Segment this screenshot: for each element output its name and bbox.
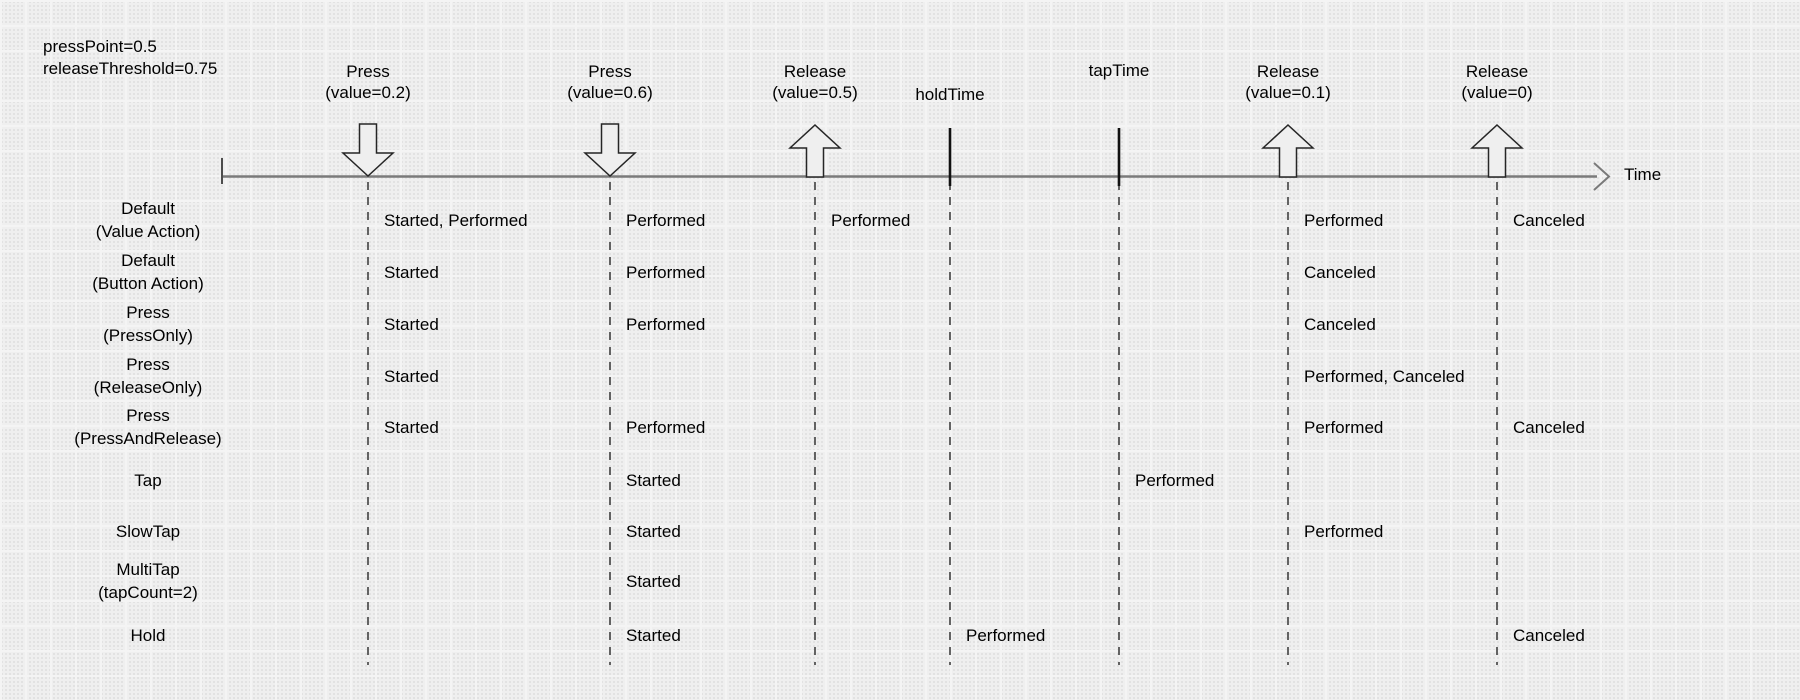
phase-label: Performed (1304, 418, 1384, 437)
phase-label: Started (626, 572, 681, 591)
row-label: Default (Button Action) (38, 249, 258, 295)
row-label: Default (Value Action) (38, 197, 258, 243)
event-header-hold: holdTime (840, 84, 1060, 105)
event-header-line: (value=0.1) (1245, 83, 1331, 102)
event-header-tap: tapTime (1009, 60, 1229, 81)
time-axis-label: Time (1624, 165, 1662, 184)
event-header-line: (value=0.6) (567, 83, 653, 102)
phase-label: Canceled (1304, 263, 1376, 282)
event-header-line: (value=0.5) (772, 83, 858, 102)
row-label-line: (Button Action) (92, 274, 204, 293)
phase-label: Started (384, 263, 439, 282)
row-label: Hold (38, 624, 258, 647)
time-axis-arrowhead-icon (1593, 162, 1611, 191)
row-label-line: Tap (134, 470, 162, 490)
press-arrow-down-icon (583, 123, 637, 178)
row-label: MultiTap (tapCount=2) (38, 558, 258, 604)
phase-label: Performed, Canceled (1304, 367, 1465, 386)
config-note: pressPoint=0.5 releaseThreshold=0.75 (43, 36, 217, 80)
event-header-press1: Press (value=0.2) (258, 61, 478, 103)
phase-label: Performed (1135, 471, 1215, 490)
row-label: Tap (38, 469, 258, 492)
row-label-line: Press (126, 303, 170, 322)
event-header-line: (value=0.2) (325, 83, 411, 102)
row-label-line: (ReleaseOnly) (93, 378, 203, 397)
phase-label: Started (384, 367, 439, 386)
phase-label: Performed (1304, 211, 1384, 230)
event-header-line: (value=0) (1461, 83, 1533, 102)
row-label-line: MultiTap (116, 560, 180, 579)
event-header-line: Release (1465, 62, 1529, 81)
event-header-line: tapTime (1088, 61, 1150, 80)
phase-label: Performed (966, 626, 1046, 645)
phase-label: Performed (626, 315, 706, 334)
config-presspoint-text: pressPoint=0.5 (43, 37, 157, 56)
phase-label: Canceled (1513, 211, 1585, 230)
phase-label: Started (626, 626, 681, 645)
phase-label: Canceled (1513, 418, 1585, 437)
row-label-line: (tapCount=2) (98, 583, 198, 602)
row-label-line: Press (126, 406, 170, 425)
phase-label: Performed (831, 211, 911, 230)
release-arrow-up-icon (1470, 123, 1524, 178)
phase-label: Performed (626, 418, 706, 437)
row-label: Press (PressOnly) (38, 301, 258, 347)
event-header-line: holdTime (915, 85, 985, 104)
event-header-line: Release (783, 62, 847, 81)
phase-label: Started (384, 315, 439, 334)
phase-label: Canceled (1304, 315, 1376, 334)
row-label-line: Hold (130, 625, 166, 645)
phase-label: Started (626, 471, 681, 490)
event-header-release2: Release (value=0.1) (1178, 61, 1398, 103)
row-label: Press (PressAndRelease) (38, 404, 258, 450)
event-header-release1: Release (value=0.5) (705, 61, 925, 103)
phase-label: Performed (1304, 522, 1384, 541)
event-header-line: Press (588, 62, 632, 81)
row-label: SlowTap (38, 520, 258, 543)
phase-label: Canceled (1513, 626, 1585, 645)
phase-label: Performed (626, 211, 706, 230)
phase-label: Started (626, 522, 681, 541)
event-header-release3: Release (value=0) (1387, 61, 1607, 103)
row-label-line: (Value Action) (95, 222, 201, 241)
phase-label: Started, Performed (384, 211, 528, 230)
row-label-line: Default (121, 251, 175, 270)
row-label-line: SlowTap (115, 521, 181, 541)
phase-label: Started (384, 418, 439, 437)
row-label-line: (PressAndRelease) (74, 429, 222, 448)
event-header-line: Release (1256, 62, 1320, 81)
config-releasethreshold-text: releaseThreshold=0.75 (43, 59, 218, 78)
event-header-press2: Press (value=0.6) (500, 61, 720, 103)
release-arrow-up-icon (1261, 123, 1315, 178)
press-arrow-down-icon (341, 123, 395, 178)
release-arrow-up-icon (788, 123, 842, 178)
phase-label: Performed (626, 263, 706, 282)
event-header-line: Press (346, 62, 390, 81)
row-label-line: (PressOnly) (103, 326, 193, 345)
row-label: Press (ReleaseOnly) (38, 353, 258, 399)
row-label-line: Default (121, 199, 175, 218)
row-label-line: Press (126, 355, 170, 374)
